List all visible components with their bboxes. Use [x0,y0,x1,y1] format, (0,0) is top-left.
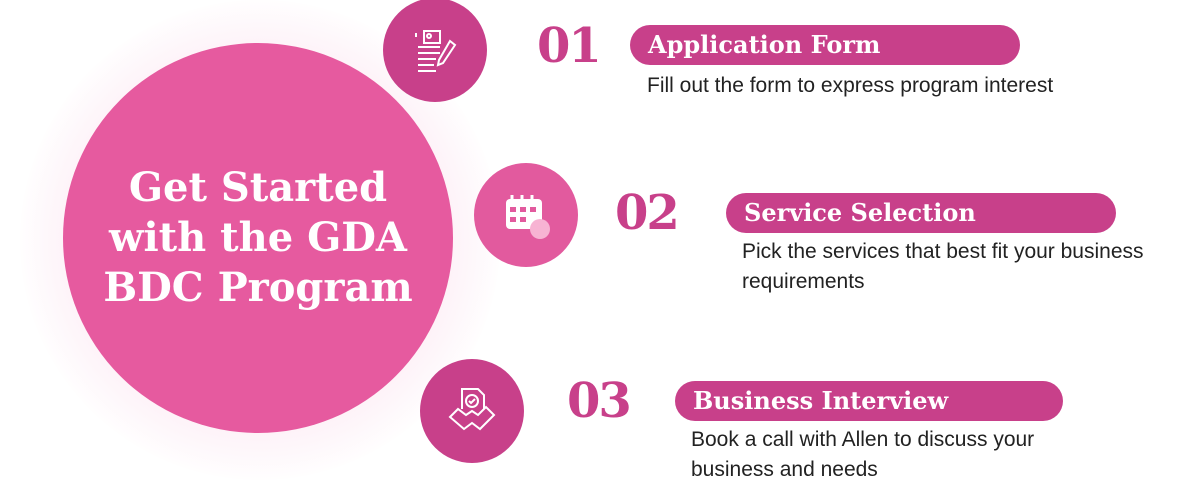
calendar-icon [506,195,550,239]
page-title: Get Started with the GDA BDC Program [103,164,413,311]
step-3-number: 03 [567,373,632,429]
application-form-icon [415,30,457,72]
step-1-title: Application Form [630,25,1020,65]
step-3-icon-circle [420,359,524,463]
step-1-description: Fill out the form to express program int… [647,74,1054,97]
handshake-icon [448,388,496,431]
step-3-description: Book a call with Allen to discuss your b… [691,428,1035,481]
step-2-icon-circle [474,163,578,267]
step-2-number: 02 [615,185,680,241]
title-circle: Get Started with the GDA BDC Program [63,43,453,433]
step-1-icon-circle [383,0,487,102]
step-3-title: Business Interview [675,381,1063,421]
step-1-number: 01 [537,18,602,74]
step-2-title: Service Selection [726,193,1116,233]
step-2-description: Pick the services that best fit your bus… [742,240,1144,293]
